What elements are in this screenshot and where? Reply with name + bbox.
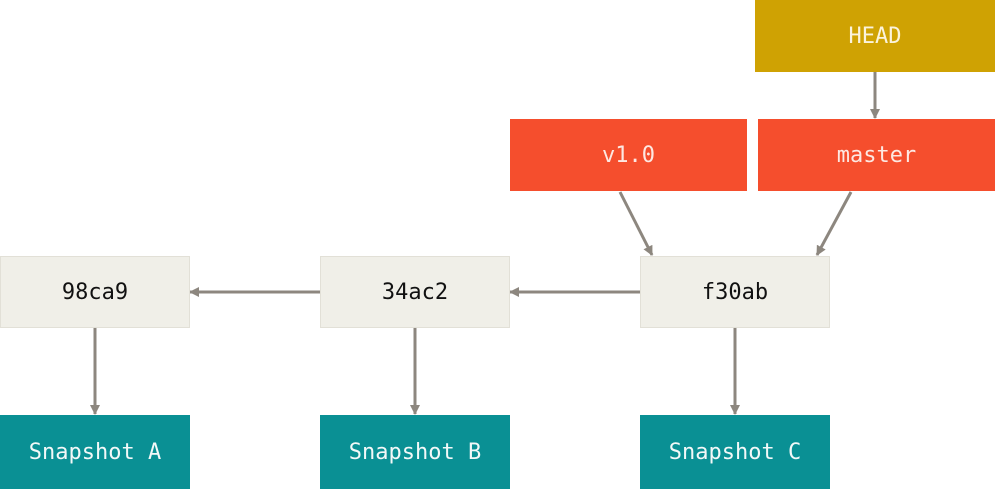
commit-hash: f30ab bbox=[701, 279, 769, 305]
commit-hash: 98ca9 bbox=[61, 279, 129, 305]
commit-34ac2: 34ac2 bbox=[320, 256, 510, 328]
commit-hash: 34ac2 bbox=[381, 279, 449, 305]
branch-master: master bbox=[758, 119, 995, 191]
snapshot-label: Snapshot B bbox=[348, 439, 482, 465]
snapshot-label: Snapshot A bbox=[28, 439, 162, 465]
head-pointer: HEAD bbox=[755, 0, 995, 72]
snapshot-label: Snapshot C bbox=[668, 439, 802, 465]
snapshot-c: Snapshot C bbox=[640, 415, 830, 489]
tag-label: v1.0 bbox=[602, 142, 655, 168]
arrow-master-to-f30ab bbox=[815, 191, 853, 256]
commit-f30ab: f30ab bbox=[640, 256, 830, 328]
snapshot-b: Snapshot B bbox=[320, 415, 510, 489]
snapshot-a: Snapshot A bbox=[0, 415, 190, 489]
tag-ref: v1.0 bbox=[510, 119, 747, 191]
branch-master-label: master bbox=[836, 142, 917, 168]
head-label: HEAD bbox=[848, 23, 902, 49]
commit-98ca9: 98ca9 bbox=[0, 256, 190, 328]
arrow-tag-to-f30ab bbox=[618, 191, 654, 256]
